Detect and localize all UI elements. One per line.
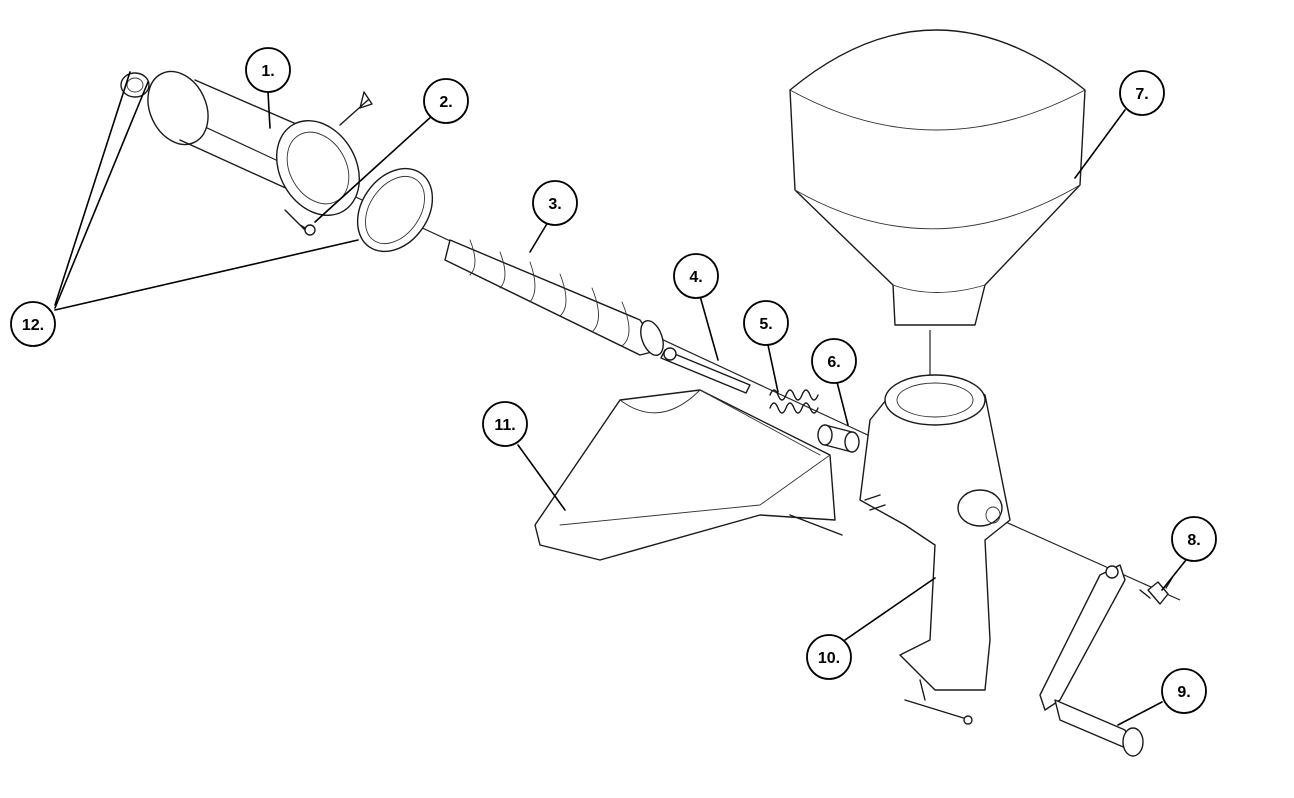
callout-1-label: 1. xyxy=(261,63,274,80)
callout-9: 9. xyxy=(1161,668,1207,714)
callout-2: 2. xyxy=(423,78,469,124)
tray-part xyxy=(534,389,843,561)
callout-4: 4. xyxy=(673,253,719,299)
wing-nut-part xyxy=(1139,577,1173,605)
callout-6: 6. xyxy=(811,338,857,384)
shaft-part xyxy=(660,347,751,394)
callout-8-label: 8. xyxy=(1187,532,1200,549)
callout-2-label: 2. xyxy=(439,94,452,111)
callout-10-label: 10. xyxy=(818,650,840,667)
callout-5-label: 5. xyxy=(759,316,772,333)
gasket-ring-part xyxy=(356,167,434,253)
callout-3-label: 3. xyxy=(548,196,561,213)
callout-11: 11. xyxy=(482,401,528,447)
callout-7-label: 7. xyxy=(1135,86,1148,103)
callout-4-label: 4. xyxy=(689,269,702,286)
callout-1: 1. xyxy=(245,47,291,93)
callout-7: 7. xyxy=(1119,70,1165,116)
bushing-part xyxy=(817,424,860,453)
callout-6-label: 6. xyxy=(827,354,840,371)
auger-screw-part xyxy=(444,239,664,356)
callout-8: 8. xyxy=(1171,516,1217,562)
crank-handle-part xyxy=(1039,564,1144,757)
hopper-part xyxy=(789,29,1086,326)
callout-3: 3. xyxy=(532,180,578,226)
cone-sieve-part xyxy=(147,70,373,236)
callout-12-label: 12. xyxy=(22,317,44,334)
callout-10: 10. xyxy=(806,634,852,680)
spring-part xyxy=(769,389,819,414)
grinder-body-part xyxy=(859,374,1011,725)
callout-12: 12. xyxy=(10,301,56,347)
leader-lines xyxy=(54,71,1187,726)
callout-11-label: 11. xyxy=(494,417,515,434)
callout-5: 5. xyxy=(743,300,789,346)
callout-9-label: 9. xyxy=(1177,684,1190,701)
